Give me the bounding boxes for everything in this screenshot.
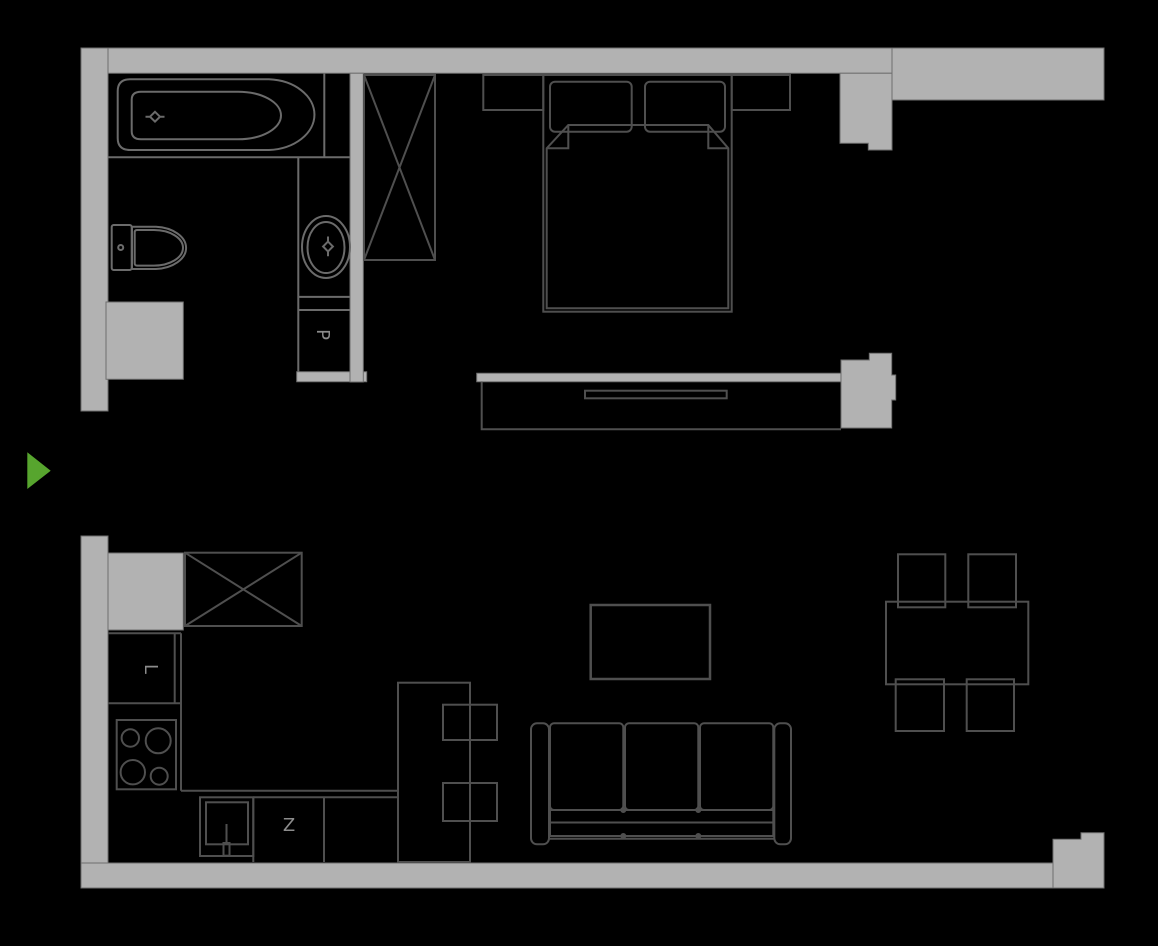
wall-bottom-right-step <box>1052 832 1105 889</box>
toilet-flush-button <box>117 244 125 251</box>
duvet <box>545 124 730 310</box>
bathtub-outer <box>116 78 316 151</box>
sofa-cushion-3 <box>699 722 775 811</box>
wall-left-upper <box>80 47 109 412</box>
washbasin-faucet-icon <box>321 236 335 257</box>
sofa-seam-nub <box>620 833 627 839</box>
sofa-armrest-right <box>773 722 792 846</box>
fridge-label: L <box>140 663 161 675</box>
sofa-cushion-2 <box>624 722 700 811</box>
burner-bottom-right <box>149 766 169 786</box>
sink-inner <box>205 801 249 846</box>
kitchen-tall-unit <box>397 681 471 864</box>
washing-machine-label: P <box>312 329 334 340</box>
dining-chair-top-right <box>967 553 1017 609</box>
wall-bathroom-bedroom <box>349 72 364 383</box>
toilet-tank <box>110 224 133 271</box>
washbasin-outer <box>301 215 351 279</box>
sofa-cushion-1 <box>549 722 625 811</box>
walls <box>80 47 1105 889</box>
nightstand-right <box>730 74 792 111</box>
dining-chair-bottom-left <box>894 678 946 732</box>
tv-cabinet <box>480 381 841 431</box>
wardrobe <box>363 74 436 261</box>
wall-kitchen-block <box>107 552 184 631</box>
washbasin-inner <box>306 221 346 274</box>
wall-bottom <box>80 862 1054 889</box>
wall-bathroom-block <box>105 301 184 380</box>
duvet-fold-right <box>707 125 729 150</box>
dishwasher-box <box>252 797 325 862</box>
sofa-armrest-left <box>530 722 550 846</box>
unit-shelf-top <box>442 703 498 742</box>
dining-chair-top-left <box>897 553 947 609</box>
pillow-left <box>549 80 633 133</box>
coffee-table <box>589 603 712 681</box>
burner-top-right <box>144 727 172 755</box>
burner-bottom-left <box>119 759 147 786</box>
pillow-right <box>644 80 726 133</box>
sofa-seam-nub <box>695 833 702 839</box>
toilet-bowl-outer <box>131 225 188 270</box>
tall-cupboard-cross <box>184 551 303 627</box>
sink-faucet-base <box>222 842 231 857</box>
unit-shelf-bottom <box>442 782 498 822</box>
sofa-seam-nub <box>695 807 702 813</box>
stove <box>115 719 177 791</box>
wall-left-lower <box>80 535 109 889</box>
dining-table <box>885 600 1030 686</box>
toilet-bowl-inner <box>133 229 184 267</box>
duvet-fold-left <box>546 125 570 150</box>
bathtub-faucet-icon <box>145 110 165 124</box>
wall-partition <box>476 372 843 383</box>
furniture <box>108 74 1030 864</box>
tall-cupboard <box>184 551 303 628</box>
sofa-back-band-2 <box>549 821 775 837</box>
wall-column-right <box>839 72 893 151</box>
nightstand-left <box>482 74 545 111</box>
dishwasher-label: Z <box>282 814 296 836</box>
wall-top-right <box>891 47 1105 101</box>
fridge-box <box>108 632 182 791</box>
wardrobe-cross <box>363 74 436 261</box>
wall-top <box>80 47 893 74</box>
bathtub-inner <box>130 90 282 141</box>
sofa-back-band-1 <box>549 809 775 824</box>
sofa-seam-nub <box>620 807 627 813</box>
bed-frame <box>542 74 733 313</box>
wall-bathroom-stub <box>296 371 368 383</box>
entrance-arrow-icon <box>27 452 51 489</box>
burner-top-left <box>120 728 141 748</box>
wall-tv-block <box>840 352 897 429</box>
bathroom-fixtures <box>108 73 351 372</box>
tv <box>584 389 728 400</box>
dining-chair-bottom-right <box>965 678 1016 732</box>
